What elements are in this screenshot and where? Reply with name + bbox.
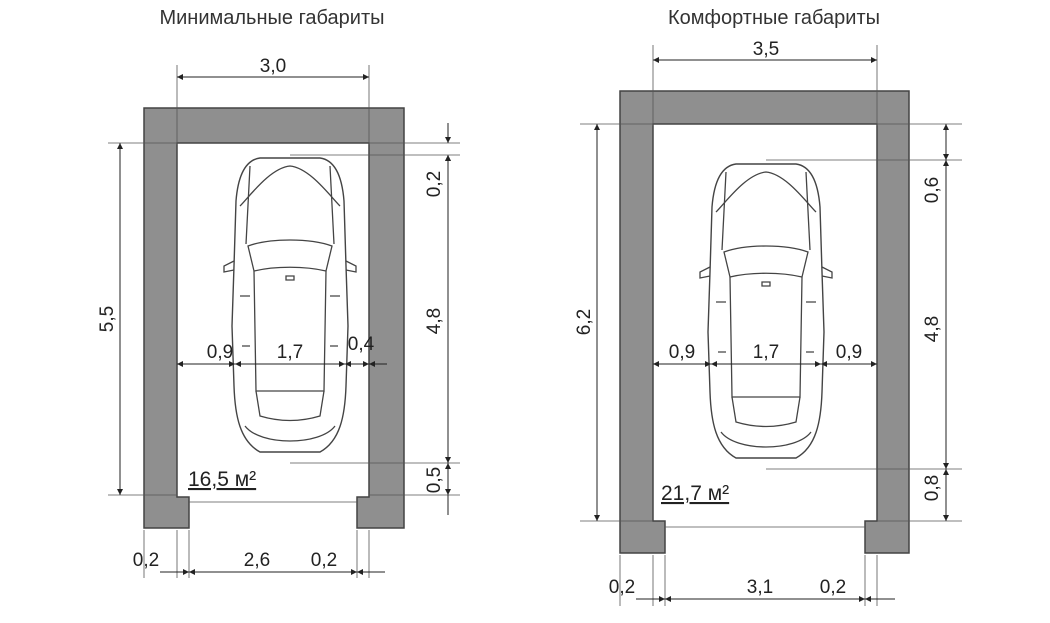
comf-car-width-label: 1,7 bbox=[753, 342, 779, 363]
min-front-gap-label: 0,2 bbox=[424, 171, 445, 197]
min-length-total-label: 5,5 bbox=[97, 306, 118, 332]
comf-width-total-label: 3,5 bbox=[753, 39, 779, 60]
comf-right-gap-label: 0,9 bbox=[836, 342, 862, 363]
comf-opening-label: 3,1 bbox=[747, 577, 773, 598]
min-car-width-label: 1,7 bbox=[277, 342, 303, 363]
min-left-gap-label: 0,9 bbox=[207, 342, 233, 363]
comf-area-label: 21,7 м² bbox=[661, 482, 729, 505]
min-wall-left-label: 0,2 bbox=[133, 550, 159, 571]
min-section: Минимальные габариты 3,0 5,5 0,2 4,8 0,5 bbox=[97, 7, 460, 578]
comf-wall-right-label: 0,2 bbox=[820, 577, 846, 598]
min-car-length-label: 4,8 bbox=[424, 308, 445, 334]
comf-length-total-label: 6,2 bbox=[574, 309, 595, 335]
min-rear-gap-label: 0,5 bbox=[424, 467, 445, 493]
min-right-gap-label: 0,4 bbox=[348, 334, 375, 355]
min-car-icon bbox=[223, 157, 357, 453]
comf-wall-left-label: 0,2 bbox=[609, 577, 635, 598]
comf-car-length-label: 4,8 bbox=[922, 316, 943, 342]
comf-title: Комфортные габариты bbox=[668, 7, 880, 29]
min-width-total-label: 3,0 bbox=[260, 56, 286, 77]
comf-car-icon bbox=[699, 163, 833, 459]
comf-section: Комфортные габариты 3,5 6,2 0,6 4,8 0,8 … bbox=[574, 7, 962, 606]
min-opening-label: 2,6 bbox=[244, 550, 270, 571]
min-area-label: 16,5 м² bbox=[188, 468, 256, 491]
comf-left-gap-label: 0,9 bbox=[669, 342, 695, 363]
min-title: Минимальные габариты bbox=[159, 7, 384, 29]
min-wall-right-label: 0,2 bbox=[311, 550, 337, 571]
comf-front-gap-label: 0,6 bbox=[922, 177, 943, 203]
comf-rear-gap-label: 0,8 bbox=[922, 475, 943, 501]
